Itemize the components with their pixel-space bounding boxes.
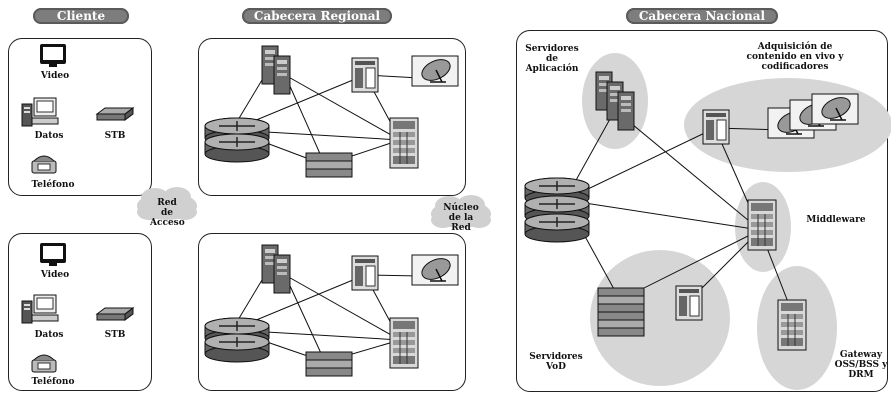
server-tower-icon [273, 254, 291, 294]
switch-icon [597, 311, 645, 337]
label-datos: Datos [34, 131, 64, 141]
label-telefono: Teléfono [31, 377, 75, 387]
satellite-dish-icon [411, 54, 459, 87]
header-regional: Cabecera Regional [242, 8, 392, 24]
label-gateway: Gateway OSS/BSS y DRM [834, 350, 888, 380]
label-acquisition: Adquisición de contenido en vivo y codif… [746, 42, 844, 72]
header-cliente: Cliente [33, 8, 129, 24]
router-icon [204, 133, 270, 163]
label-stb: STB [104, 330, 126, 340]
satellite-dish-icon [811, 92, 859, 125]
tv-icon [40, 44, 66, 67]
label-middleware: Middleware [806, 215, 866, 225]
label-vod-servers: Servidores VoD [529, 352, 583, 372]
server-icon [675, 285, 703, 321]
satellite-dish-icon [411, 253, 459, 286]
vod-ellipse [590, 250, 730, 386]
label-access-network: Red de Acceso [150, 198, 185, 228]
server-tower-icon [617, 91, 635, 131]
tv-icon [40, 243, 66, 266]
rack-icon [777, 299, 807, 351]
rack-icon [389, 117, 419, 169]
router-icon [524, 213, 590, 243]
label-datos: Datos [34, 330, 64, 340]
pc-icon [21, 97, 59, 127]
server-icon [702, 109, 730, 145]
router-icon [204, 333, 270, 363]
label-app-servers: Servidores de Aplicación [525, 44, 579, 74]
rack-icon [389, 317, 419, 369]
label-video: Video [40, 71, 70, 81]
stb-icon [96, 307, 134, 321]
server-icon [351, 57, 379, 93]
phone-icon [31, 354, 57, 373]
switch-icon [597, 287, 645, 313]
server-icon [351, 255, 379, 291]
rack-icon [747, 199, 777, 251]
switch-icon [305, 351, 353, 377]
label-core-network: Núcleo de la Red [443, 203, 479, 233]
server-tower-icon [273, 55, 291, 95]
label-stb: STB [104, 131, 126, 141]
phone-icon [31, 155, 57, 174]
pc-icon [21, 294, 59, 324]
stb-icon [96, 107, 134, 121]
label-video: Video [40, 270, 70, 280]
header-nacional: Cabecera Nacional [626, 8, 778, 24]
switch-icon [305, 152, 353, 178]
label-telefono: Teléfono [31, 180, 75, 190]
